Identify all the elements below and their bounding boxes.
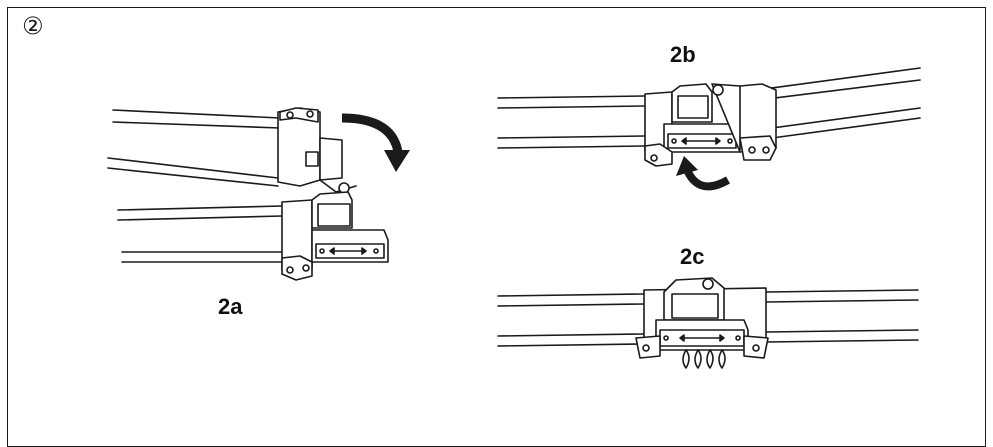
left-tube-2c [497, 293, 645, 347]
rotate-arrow-2b [676, 156, 730, 191]
left-hinge-2b [644, 83, 741, 167]
left-tube-2b [497, 95, 646, 149]
right-hinge-2b [711, 83, 777, 161]
upper-tube-2a [107, 109, 281, 187]
panel-label-2b: 2b [670, 42, 696, 67]
illustration-2a [107, 107, 410, 281]
step-number: ② [22, 12, 44, 40]
illustration-2b [497, 67, 921, 191]
assembly-illustrations [107, 67, 921, 369]
joint-2c [635, 277, 769, 369]
lower-tube-2a [117, 205, 283, 263]
rotate-arrow-2a [341, 113, 410, 172]
upper-hinge-2a [277, 107, 357, 194]
right-tube-2c [765, 289, 919, 343]
panel-label-2c: 2c [680, 244, 705, 269]
panel-label-2a: 2a [218, 294, 243, 319]
lower-hinge-2a [281, 191, 389, 281]
illustration-2c [497, 277, 919, 369]
